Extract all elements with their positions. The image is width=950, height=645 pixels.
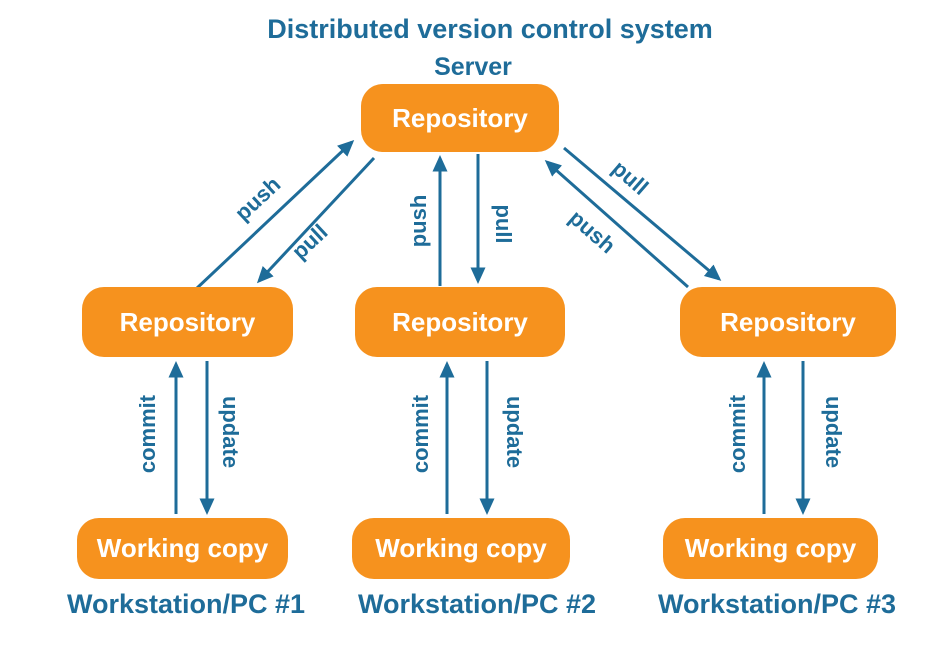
working-copy-box-2: Working copy — [352, 518, 570, 579]
working-copy-box-1: Working copy — [77, 518, 288, 579]
server-repository-box: Repository — [361, 84, 559, 152]
diagram-title: Distributed version control system — [267, 14, 713, 44]
workstation-caption-1: Workstation/PC #1 — [66, 589, 306, 619]
workstation-caption-3: Workstation/PC #3 — [657, 589, 897, 619]
commit-label-3: commit — [725, 394, 750, 474]
working-copy-box-3: Working copy — [663, 518, 878, 579]
pull-arrow-left — [256, 156, 376, 284]
repository-box-1: Repository — [82, 287, 293, 357]
repository-box-3: Repository — [680, 287, 896, 357]
server-caption: Server — [434, 53, 512, 81]
commit-label-2: commit — [408, 394, 433, 474]
workstation-caption-2: Workstation/PC #2 — [357, 589, 597, 619]
update-label-1: update — [218, 395, 243, 469]
push-arrow-right — [544, 160, 689, 289]
pull-arrow-right — [563, 146, 722, 281]
commit-label-1: commit — [135, 394, 160, 474]
push-arrow-left — [194, 139, 355, 291]
pull-label-middle: pull — [491, 204, 516, 244]
push-label-middle: push — [406, 194, 431, 248]
update-label-2: update — [502, 395, 527, 469]
update-label-3: update — [821, 395, 846, 469]
repository-box-2: Repository — [355, 287, 565, 357]
